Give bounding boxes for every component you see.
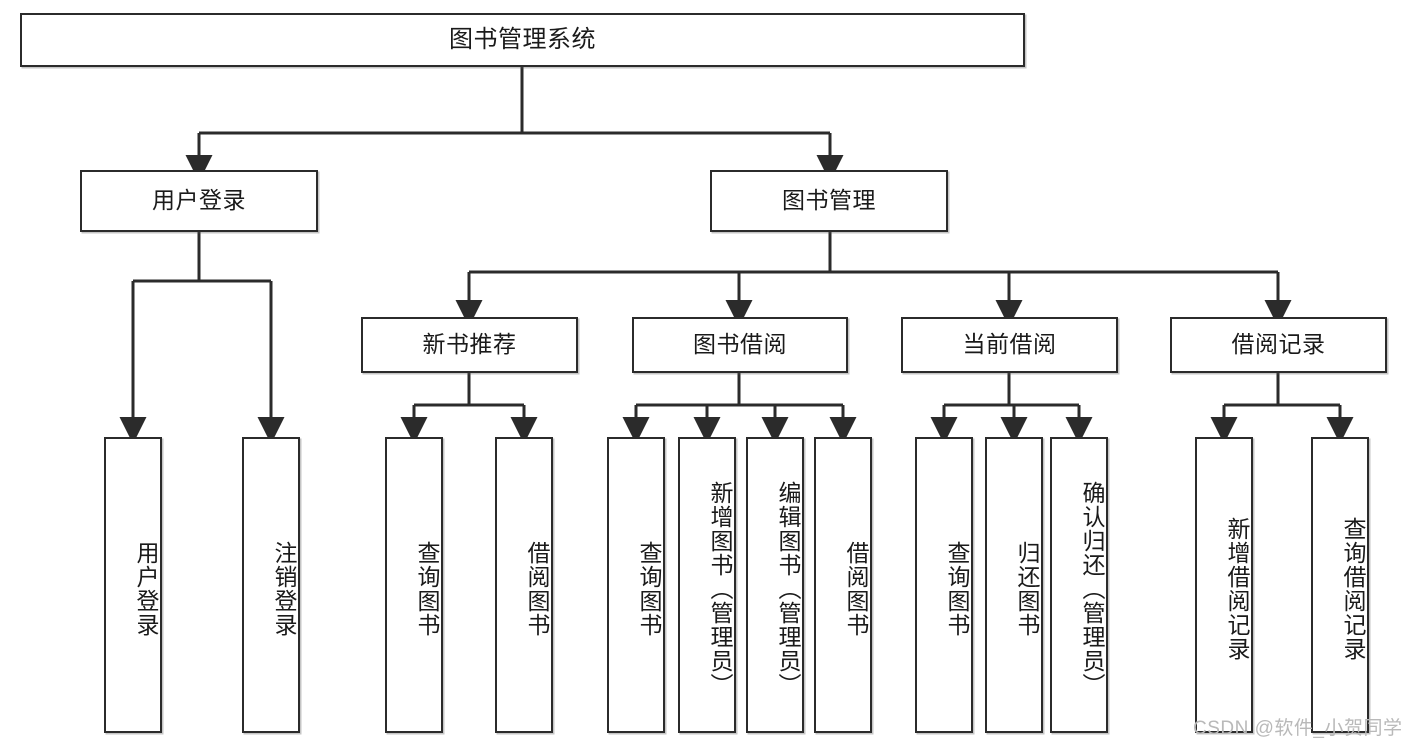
leaf-current-query-book[interactable]: 查询图书: [915, 437, 973, 733]
node-label: 查询图书: [944, 541, 970, 637]
leaf-current-return-book[interactable]: 归还图书: [985, 437, 1043, 733]
node-borrow-record[interactable]: 借阅记录: [1170, 317, 1387, 373]
node-label: 查询图书: [414, 541, 440, 637]
csdn-watermark: CSDN @软件_小贺同学: [1193, 718, 1403, 739]
node-label: 当前借阅: [962, 331, 1057, 358]
node-book-borrow[interactable]: 图书借阅: [632, 317, 848, 373]
node-label: 用户登录: [152, 187, 246, 214]
node-label: 编辑图书（管理员）: [775, 481, 801, 697]
node-label: 新增图书（管理员）: [707, 481, 733, 697]
leaf-recommend-query-book[interactable]: 查询图书: [385, 437, 443, 733]
node-label: 图书管理系统: [449, 25, 596, 53]
node-current-borrow[interactable]: 当前借阅: [901, 317, 1118, 373]
leaf-current-confirm-return-admin[interactable]: 确认归还（管理员）: [1050, 437, 1108, 733]
node-label: 新书推荐: [422, 331, 517, 358]
node-label: 新增借阅记录: [1224, 517, 1250, 661]
node-label: 借阅记录: [1231, 331, 1326, 358]
node-root-system[interactable]: 图书管理系统: [20, 13, 1025, 67]
node-label: 图书管理: [782, 187, 876, 214]
leaf-user-login-signin[interactable]: 用户登录: [104, 437, 162, 733]
leaf-borrow-borrow-book[interactable]: 借阅图书: [814, 437, 872, 733]
node-user-login[interactable]: 用户登录: [80, 170, 318, 232]
node-label: 查询图书: [636, 541, 662, 637]
leaf-borrow-query-book[interactable]: 查询图书: [607, 437, 665, 733]
node-label: 归还图书: [1014, 541, 1040, 637]
node-label: 注销登录: [271, 541, 297, 637]
leaf-record-add-record[interactable]: 新增借阅记录: [1195, 437, 1253, 733]
leaf-recommend-borrow-book[interactable]: 借阅图书: [495, 437, 553, 733]
leaf-borrow-add-book-admin[interactable]: 新增图书（管理员）: [678, 437, 736, 733]
node-label: 借阅图书: [843, 541, 869, 637]
node-label: 图书借阅: [693, 331, 787, 358]
leaf-record-query-record[interactable]: 查询借阅记录: [1311, 437, 1369, 733]
leaf-user-login-logout[interactable]: 注销登录: [242, 437, 300, 733]
node-label: 用户登录: [133, 541, 159, 637]
node-label: 借阅图书: [524, 541, 550, 637]
node-label: 查询借阅记录: [1340, 517, 1366, 661]
leaf-borrow-edit-book-admin[interactable]: 编辑图书（管理员）: [746, 437, 804, 733]
node-new-book-recommend[interactable]: 新书推荐: [361, 317, 578, 373]
node-book-management[interactable]: 图书管理: [710, 170, 948, 232]
node-label: 确认归还（管理员）: [1079, 481, 1105, 697]
